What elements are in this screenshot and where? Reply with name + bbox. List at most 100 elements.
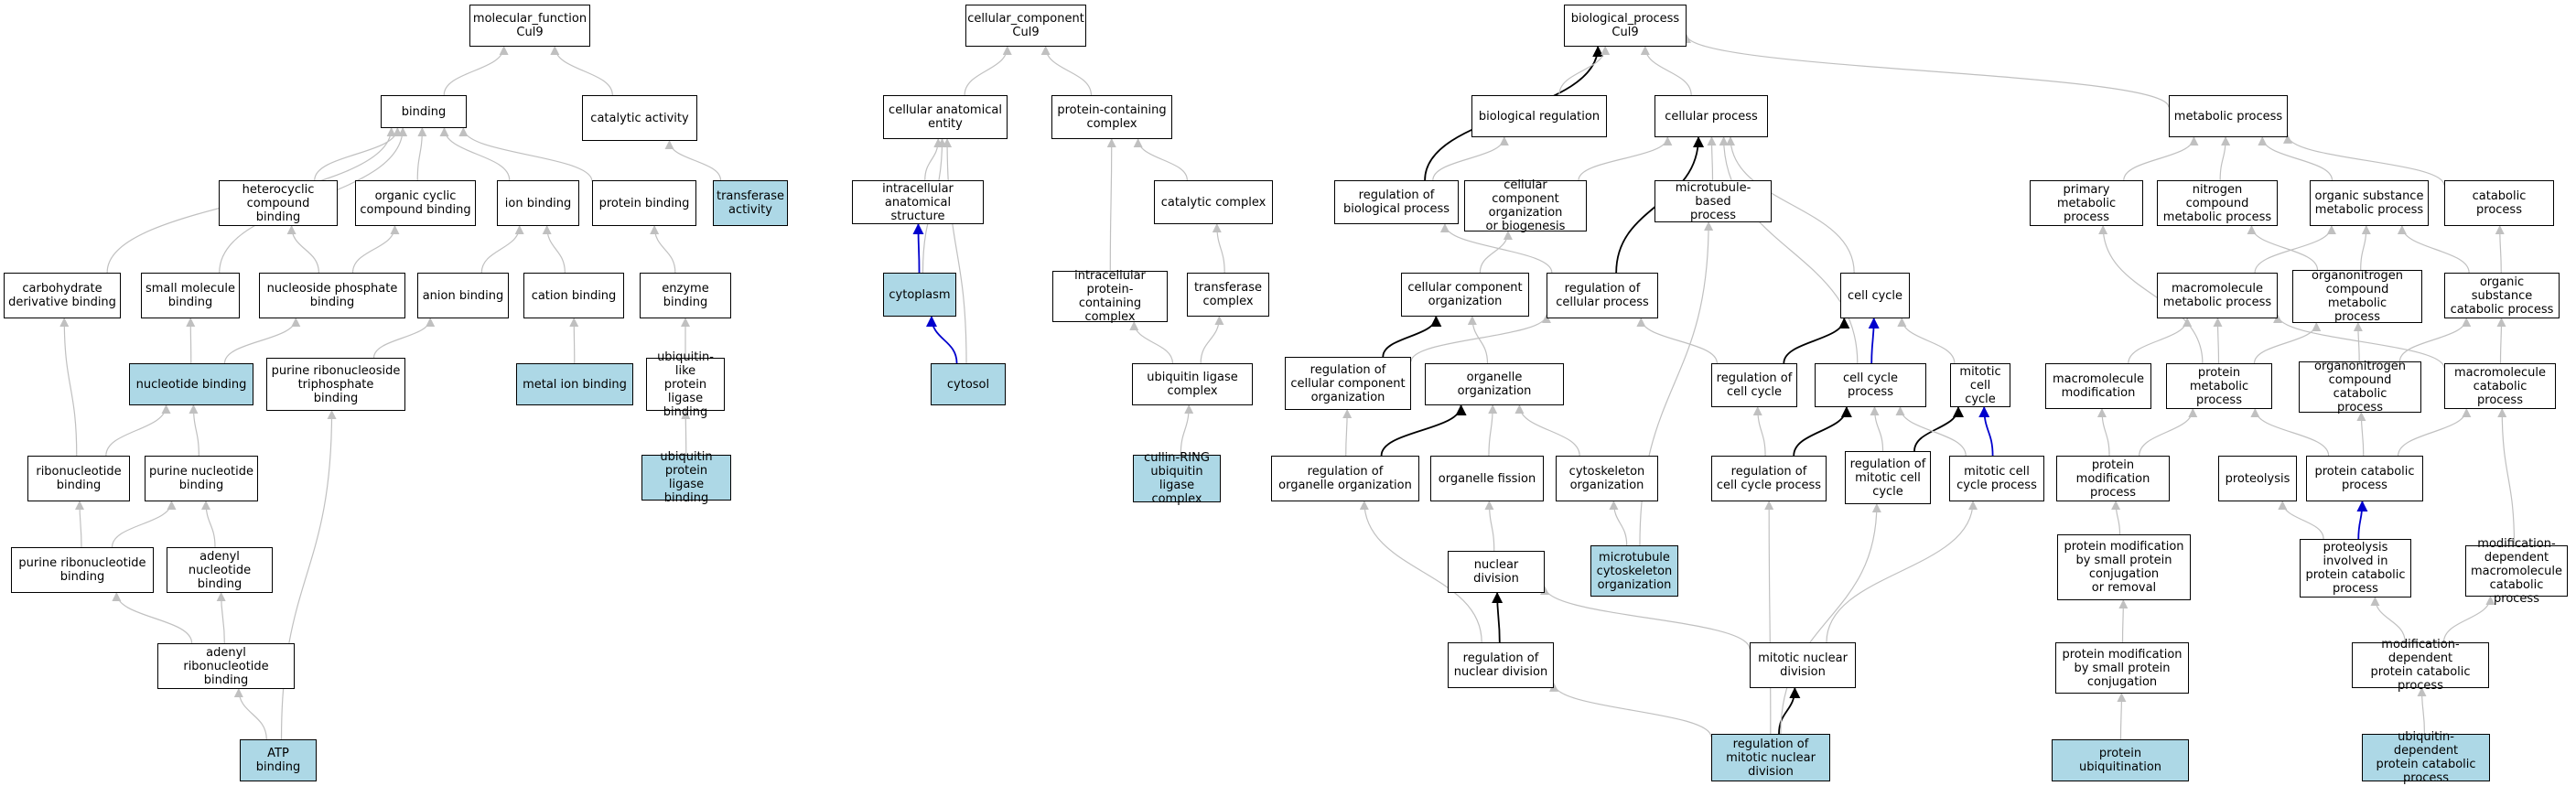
go-term-ccob: cellular component organization or bioge… xyxy=(1464,178,1587,233)
go-term-regcc: regulation of cell cycle xyxy=(1711,363,1797,407)
edge-mitccp-to-mitcc xyxy=(1978,406,1994,457)
edge-cae-to-cc xyxy=(964,46,1012,96)
edge-macromet-to-orgsub xyxy=(2254,225,2336,274)
edge-regnucdiv-to-nucdiv xyxy=(1492,592,1504,643)
edge-pmsmr-to-protmod xyxy=(2111,501,2121,535)
edge-purnuc-to-nucb xyxy=(189,404,199,457)
go-term-crl: cullin-RING ubiquitin ligase complex xyxy=(1133,451,1221,506)
go-term-cation: cation binding xyxy=(523,273,624,318)
go-term-enzb: enzyme binding xyxy=(640,273,731,318)
go-term-bp: biological_process Cul9 xyxy=(1564,5,1687,47)
go-term-mf: molecular_function Cul9 xyxy=(469,5,590,47)
edge-regnucdiv-to-regorg xyxy=(1359,501,1482,643)
go-term-ipcc: intracellular protein-containing complex xyxy=(1052,269,1168,324)
go-term-orgnitro: organonitrogen compound metabolic proces… xyxy=(2292,269,2422,324)
go-term-ccorg: cellular component organization xyxy=(1401,273,1529,317)
edge-adenylribo-to-purribo xyxy=(112,592,193,644)
edge-anion-to-ionb xyxy=(480,225,524,274)
go-term-orgcyc: organic cyclic compound binding xyxy=(355,180,476,226)
edge-atp-to-purtri xyxy=(280,410,337,740)
edge-nucb-to-nucphos xyxy=(223,318,301,364)
edge-metproc-to-bp xyxy=(1682,34,2170,108)
edge-regccorg-to-regcell xyxy=(1410,314,1551,362)
edge-bioreg-to-bp xyxy=(1558,46,1611,96)
go-term-ionb: ion binding xyxy=(497,180,579,226)
go-term-adenylribo: adenyl ribonucleotide binding xyxy=(157,643,295,689)
edge-ribonuc-to-nucb xyxy=(105,404,171,457)
edge-macrocat-to-orgsubcat xyxy=(2496,318,2506,364)
edge-regorg-to-orgorg xyxy=(1380,404,1467,457)
edge-orgnitro-to-orgsub xyxy=(2360,225,2371,271)
go-term-orgsubcat: organic substance catabolic process xyxy=(2444,273,2560,318)
go-term-metal: metal ion binding xyxy=(516,363,633,405)
edge-orgnitro-to-nitro xyxy=(2247,225,2319,271)
go-term-cellcycle: cell cycle xyxy=(1840,273,1910,318)
edge-protmet-to-primmet xyxy=(2098,225,2204,364)
edge-nucdiv-to-orgfis xyxy=(1484,501,1495,552)
go-term-orgsub: organic substance metabolic process xyxy=(2310,180,2429,226)
edge-regmitnuc-to-regccp xyxy=(1764,501,1774,735)
go-term-macrocat: macromolecule catabolic process xyxy=(2444,363,2556,409)
edge-adenyl-to-purnuc xyxy=(201,501,216,548)
edge-regorg-to-regccorg xyxy=(1342,409,1353,457)
go-term-smallmol: small molecule binding xyxy=(141,273,240,318)
edge-regmitnuc-to-mitnucdiv xyxy=(1778,687,1801,735)
go-term-nitro: nitrogen compound metabolic process xyxy=(2157,180,2278,226)
go-term-regmitnuc: regulation of mitotic nuclear division xyxy=(1711,734,1830,781)
edge-moddepprot-to-protinv xyxy=(2370,597,2406,643)
go-term-proteolysis: proteolysis xyxy=(2218,456,2297,501)
edge-protmet-to-macromet xyxy=(2213,318,2223,364)
edge-regcc-to-cellcycle xyxy=(1783,318,1850,364)
go-term-catcx: catalytic complex xyxy=(1154,180,1273,224)
go-term-moddepprot: modification-dependent protein catabolic… xyxy=(2352,638,2489,693)
edge-catcx-to-pcc xyxy=(1133,138,1188,181)
go-term-ubprot: ubiquitin protein ligase binding xyxy=(641,450,731,505)
go-term-cc: cellular_component Cul9 xyxy=(965,5,1086,47)
edge-nitro-to-metproc xyxy=(2219,136,2231,181)
edge-ribonuc-to-carbo xyxy=(59,318,78,457)
go-term-atp: ATP binding xyxy=(240,739,317,781)
edge-regmitcc-to-ccp xyxy=(1870,406,1884,452)
go-term-ias: intracellular anatomical structure xyxy=(852,180,984,224)
go-term-cellproc: cellular process xyxy=(1654,95,1768,137)
edge-nucphos-to-orgcyc xyxy=(351,225,400,274)
edge-protb-to-binding xyxy=(458,127,593,182)
edge-orgorg-to-ccorg xyxy=(1467,316,1489,364)
edge-regmitnuc-to-regmitcc xyxy=(1780,503,1881,735)
go-term-orgnitrocat: organonitrogen compound catabolic proces… xyxy=(2299,360,2421,415)
edge-ias-to-cae xyxy=(924,138,943,181)
edge-protcat-to-macrocat xyxy=(2398,408,2472,457)
edge-ipcc-to-pcc xyxy=(1106,138,1116,272)
edge-cellproc-to-bp xyxy=(1640,46,1692,96)
go-term-purtri: purine ribonucleoside triphosphate bindi… xyxy=(266,358,405,411)
edge-regmitcc-to-mitcc xyxy=(1913,406,1964,452)
edge-regccp-to-regcc xyxy=(1752,406,1766,457)
go-term-nucb: nucleotide binding xyxy=(129,363,253,405)
edge-cytoplasm-to-ias xyxy=(912,223,924,274)
go-term-pmsmr: protein modification by small protein co… xyxy=(2057,534,2191,600)
go-term-moddepmacro: modification-dependent macromolecule cat… xyxy=(2465,537,2568,606)
go-term-protubiq: protein ubiquitination xyxy=(2052,739,2189,781)
edge-mitnucdiv-to-nucdiv xyxy=(1540,586,1751,650)
edge-regccorg-to-ccorg xyxy=(1382,316,1442,358)
edge-protmod-to-protmet xyxy=(2139,408,2198,457)
edge-purribo-to-purnuc xyxy=(111,501,177,548)
edge-orgfis-to-orgorg xyxy=(1488,404,1498,457)
go-term-carbo: carbohydrate derivative binding xyxy=(4,273,121,318)
go-term-mtbp: microtubule-based process xyxy=(1654,180,1772,222)
edge-nucb-to-smallmol xyxy=(186,318,196,364)
edge-mtbp-to-cellproc xyxy=(1707,136,1717,181)
edge-purtri-to-anion xyxy=(372,318,436,359)
edge-ccp-to-cellproc xyxy=(1719,136,1859,364)
go-term-protinv: proteolysis involved in protein cataboli… xyxy=(2300,539,2411,598)
edge-protcat-to-protmet xyxy=(2250,408,2330,457)
edge-metal-to-cation xyxy=(569,318,579,364)
go-term-regmitcc: regulation of mitotic cell cycle xyxy=(1845,451,1931,504)
go-term-metproc: metabolic process xyxy=(2169,95,2288,137)
edge-enzb-to-protb xyxy=(650,225,676,274)
go-term-bioreg: biological regulation xyxy=(1471,95,1607,137)
go-term-hetero: heterocyclic compound binding xyxy=(219,180,338,226)
edge-ubdep-to-moddepprot xyxy=(2417,687,2427,735)
edge-primmet-to-metproc xyxy=(2123,136,2199,181)
